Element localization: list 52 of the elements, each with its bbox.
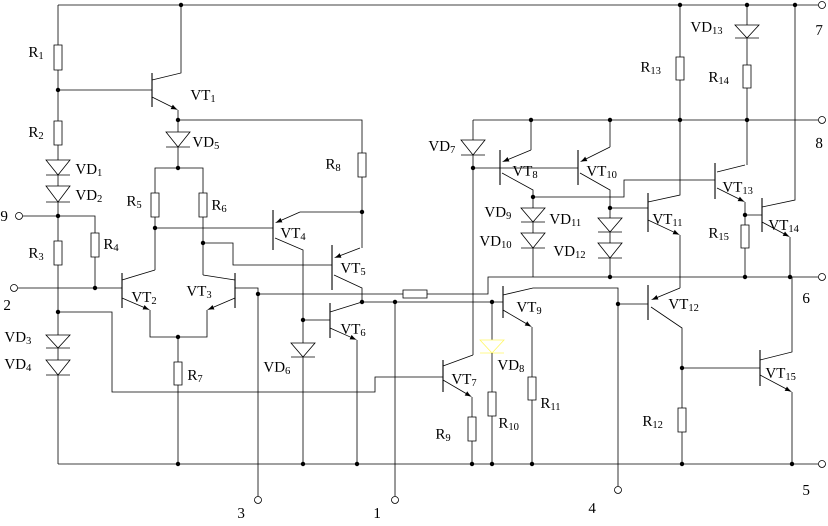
component-label: VT$_{13}$ bbox=[722, 182, 752, 194]
component-label: R$_{2}$ bbox=[28, 127, 44, 139]
pin-number: 8 bbox=[816, 138, 822, 148]
pin-number: 9 bbox=[0, 210, 8, 222]
component-label: R$_{11}$ bbox=[540, 398, 560, 410]
component-label: R$_{3}$ bbox=[28, 248, 44, 260]
component-label: VT$_{14}$ bbox=[768, 220, 799, 232]
component-label: VD$_{1}$ bbox=[76, 164, 102, 176]
component-label: VD$_{3}$ bbox=[4, 332, 31, 344]
component-label: R$_{12}$ bbox=[642, 416, 662, 428]
component-label: VD$_{7}$ bbox=[428, 141, 455, 153]
component-label: VT$_{7}$ bbox=[452, 374, 476, 386]
component-label: VT$_{6}$ bbox=[340, 324, 366, 336]
pin-number: 2 bbox=[4, 300, 10, 310]
component-label: VD$_{6}$ bbox=[264, 362, 290, 374]
component-label: VT$_{8}$ bbox=[512, 166, 538, 178]
component-label: VD$_{11}$ bbox=[550, 214, 581, 226]
component-label: VT$_{5}$ bbox=[340, 262, 366, 276]
component-label: R$_{5}$ bbox=[126, 196, 142, 208]
component-label: VD$_{5}$ bbox=[192, 136, 219, 150]
component-label: VD$_{8}$ bbox=[498, 360, 524, 372]
component-label: R$_{14}$ bbox=[708, 72, 729, 84]
pin-number: 1 bbox=[374, 508, 380, 518]
component-label: VD$_{10}$ bbox=[480, 236, 512, 248]
component-label: VD$_{12}$ bbox=[554, 246, 585, 258]
pin-number: 4 bbox=[588, 503, 596, 513]
component-label: VD$_{4}$ bbox=[4, 359, 32, 371]
component-label: VT$_{9}$ bbox=[516, 302, 542, 314]
component-label: R$_{9}$ bbox=[436, 428, 450, 442]
component-label: VT$_{10}$ bbox=[586, 166, 616, 178]
component-label: R$_{4}$ bbox=[104, 239, 118, 251]
component-label: VT$_{15}$ bbox=[766, 368, 796, 380]
component-label: VT$_{4}$ bbox=[280, 228, 306, 240]
component-label: VT$_{2}$ bbox=[132, 292, 156, 304]
pin-number: 6 bbox=[803, 292, 810, 304]
component-label: R$_{15}$ bbox=[708, 228, 728, 240]
component-label: R$_{1}$ bbox=[28, 47, 44, 59]
pin-number: 5 bbox=[803, 485, 810, 495]
component-label: VT$_{11}$ bbox=[652, 214, 682, 226]
component-label: R$_{13}$ bbox=[640, 62, 660, 74]
component-label: VD$_{13}$ bbox=[690, 22, 722, 34]
pin-number: 3 bbox=[238, 508, 244, 518]
component-label: R$_{6}$ bbox=[212, 200, 226, 212]
component-label: VD$_{2}$ bbox=[76, 190, 102, 202]
component-label: R$_{8}$ bbox=[326, 158, 340, 172]
component-label: VT$_{3}$ bbox=[186, 286, 212, 298]
component-label: VD$_{9}$ bbox=[484, 206, 511, 220]
component-label: VT$_{1}$ bbox=[190, 90, 215, 102]
component-label: R$_{10}$ bbox=[498, 418, 518, 430]
pin-number: 7 bbox=[816, 25, 822, 35]
component-label: R$_{7}$ bbox=[188, 370, 202, 382]
component-label: VT$_{12}$ bbox=[668, 299, 698, 311]
